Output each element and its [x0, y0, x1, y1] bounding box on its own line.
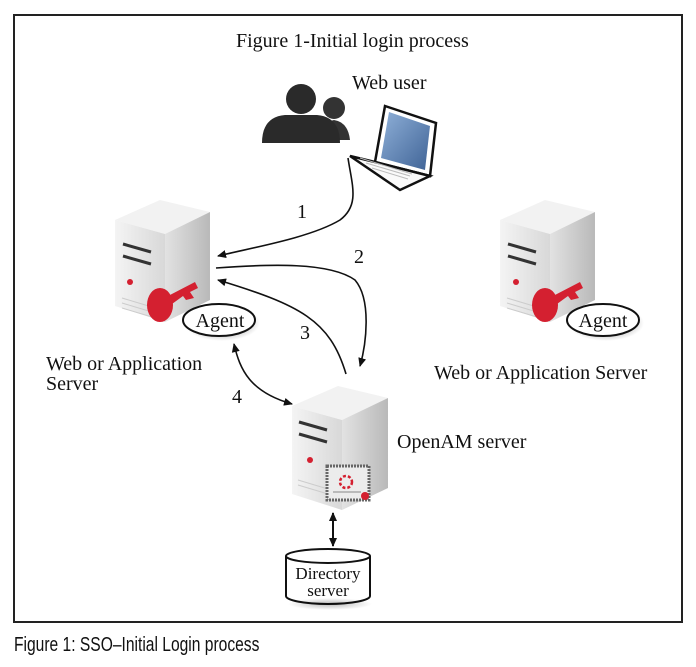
agent-oval-right: [566, 303, 644, 341]
step-2-label: 2: [354, 246, 364, 268]
openam-server-label: OpenAM server: [397, 431, 527, 453]
arrow-step-4: [231, 343, 293, 406]
key-icon-left: [147, 282, 198, 322]
arrow-step-3: [217, 278, 347, 375]
agent-label-right: Agent: [578, 310, 628, 332]
step-3-label: 3: [300, 322, 310, 344]
agent-oval-left: [182, 303, 260, 341]
directory-server-label: Directory server: [284, 565, 372, 599]
server-with-certificate-icon: [292, 386, 388, 510]
app-server-left-label-line1: Web or Application: [46, 353, 203, 375]
laptop-icon: [349, 104, 438, 192]
agent-label-left: Agent: [195, 310, 245, 332]
arrow-step-2: [215, 264, 367, 367]
users-silhouette-icon: [262, 84, 350, 143]
app-server-left-label-line2: Server: [46, 373, 99, 395]
web-user-label: Web user: [352, 72, 427, 94]
directory-server-label-line2: server: [307, 581, 349, 600]
directory-server-label-line1: Directory: [295, 564, 361, 583]
step-4-label: 4: [232, 386, 242, 408]
step-1-label: 1: [297, 201, 307, 223]
figure-title: Figure 1-Initial login process: [236, 30, 469, 52]
database-cylinder-icon: [285, 548, 372, 610]
key-icon-right: [532, 282, 583, 322]
app-server-right-label: Web or Application Server: [434, 362, 648, 384]
app-server-left-label: Web or Application Server: [46, 354, 202, 394]
arrow-step-1: [217, 157, 354, 258]
figure-caption: Figure 1: SSO–Initial Login process: [14, 634, 260, 656]
